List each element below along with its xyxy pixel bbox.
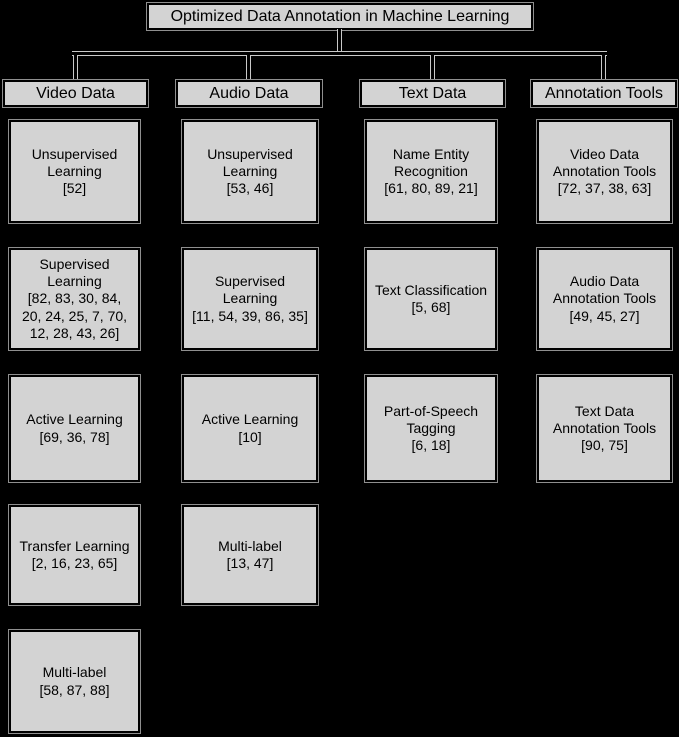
node-label: Supervised Learning <box>214 273 286 307</box>
header-text-data-label: Text Data <box>398 84 467 102</box>
node-audio-multi-label: Multi-label [13, 47] <box>182 505 318 605</box>
node-audio-unsupervised-learning: Unsupervised Learning [53, 46] <box>182 120 318 223</box>
node-label: Video Data Annotation Tools <box>552 145 657 179</box>
node-text-classification: Text Classification [5, 68] <box>365 248 497 350</box>
connector-stub-audio-data <box>246 55 251 80</box>
node-references: [72, 37, 38, 63] <box>557 180 652 197</box>
header-text-data: Text Data <box>360 80 505 107</box>
header-annotation-tools: Annotation Tools <box>531 80 677 107</box>
node-references: [52] <box>62 180 87 197</box>
node-label: Transfer Learning <box>19 537 130 554</box>
connector-title-stem <box>337 29 342 52</box>
node-label: Audio Data Annotation Tools <box>552 273 657 307</box>
header-video-data-label: Video Data <box>36 84 115 102</box>
node-text-name-entity-recognition: Name Entity Recognition [61, 80, 89, 21] <box>365 120 497 223</box>
header-annotation-tools-label: Annotation Tools <box>544 84 663 102</box>
node-label: Text Classification <box>374 281 488 298</box>
node-references: [90, 75] <box>581 437 628 454</box>
connector-main-horizontal <box>72 51 607 56</box>
header-audio-data: Audio Data <box>176 80 322 107</box>
node-video-multi-label: Multi-label [58, 87, 88] <box>9 630 140 733</box>
node-label: Active Learning <box>201 411 299 428</box>
node-label: Unsupervised Learning <box>207 145 293 179</box>
connector-stub-text-data <box>430 55 435 80</box>
node-tools-audio-data: Audio Data Annotation Tools [49, 45, 27] <box>537 248 672 350</box>
node-label: Text Data Annotation Tools <box>552 402 657 436</box>
node-references: [58, 87, 88] <box>39 681 110 698</box>
node-video-active-learning: Active Learning [69, 36, 78] <box>9 375 140 482</box>
node-references: [53, 46] <box>226 180 274 197</box>
node-text-part-of-speech-tagging: Part-of-Speech Tagging [6, 18] <box>365 375 497 482</box>
node-references: [49, 45, 27] <box>569 307 640 324</box>
node-references: [82, 83, 30, 84, 20, 24, 25, 7, 70, 12, … <box>21 290 128 341</box>
node-references: [69, 36, 78] <box>39 428 110 445</box>
node-audio-supervised-learning: Supervised Learning [11, 54, 39, 86, 35] <box>182 248 318 350</box>
node-references: [61, 80, 89, 21] <box>384 180 478 197</box>
node-label: Multi-label <box>218 537 282 554</box>
connector-stub-video-data <box>73 55 78 80</box>
node-references: [5, 68] <box>411 299 451 315</box>
node-video-unsupervised-learning: Unsupervised Learning [52] <box>9 120 140 223</box>
node-label: Active Learning <box>26 411 123 428</box>
node-references: [2, 16, 23, 65] <box>31 555 118 571</box>
connector-stub-annotation-tools <box>601 55 606 80</box>
node-audio-active-learning: Active Learning [10] <box>182 375 318 482</box>
diagram-title-box: Optimized Data Annotation in Machine Lea… <box>147 3 533 30</box>
diagram-title: Optimized Data Annotation in Machine Lea… <box>170 7 510 25</box>
node-label: Unsupervised Learning <box>31 145 118 179</box>
node-references: [10] <box>238 428 262 445</box>
node-label: Part-of-Speech Tagging <box>383 402 479 436</box>
node-tools-text-data: Text Data Annotation Tools [90, 75] <box>537 375 672 482</box>
node-video-transfer-learning: Transfer Learning [2, 16, 23, 65] <box>9 505 140 605</box>
header-audio-data-label: Audio Data <box>209 84 289 102</box>
node-references: [11, 54, 39, 86, 35] <box>192 307 308 324</box>
node-label: Supervised Learning <box>39 256 110 290</box>
node-label: Name Entity Recognition <box>392 145 470 179</box>
header-video-data: Video Data <box>3 80 148 107</box>
node-tools-video-data: Video Data Annotation Tools [72, 37, 38,… <box>537 120 672 223</box>
node-video-supervised-learning: Supervised Learning [82, 83, 30, 84, 20,… <box>9 248 140 350</box>
node-label: Multi-label <box>42 664 107 681</box>
node-references: [13, 47] <box>226 555 274 571</box>
node-references: [6, 18] <box>411 437 451 454</box>
